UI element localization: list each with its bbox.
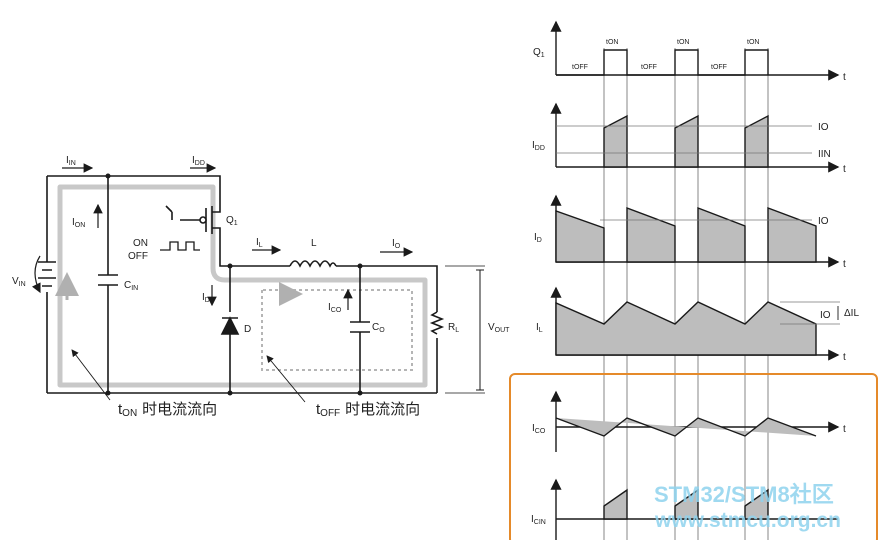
co-capacitor xyxy=(350,321,370,333)
label-off: OFF xyxy=(128,251,148,262)
waveform-idd xyxy=(550,102,840,173)
waveform-labels: Q1 tON tON tON tOFF tOFF tOFF t IDD IO I… xyxy=(531,39,859,526)
label-idd: IDD xyxy=(192,155,205,167)
waveform-il xyxy=(550,286,840,361)
label-on: ON xyxy=(133,238,148,249)
battery-symbol xyxy=(38,261,56,287)
waveform-icin xyxy=(550,478,838,540)
wf-axis-t-idd: t xyxy=(843,164,846,175)
label-ion: ION xyxy=(72,217,85,229)
waveform-ico xyxy=(550,390,840,452)
wf-label-q1: Q1 xyxy=(533,47,545,59)
wf-label-toff-1: tOFF xyxy=(572,64,588,71)
label-io: IO xyxy=(392,238,401,250)
wf-label-id: ID xyxy=(534,232,542,244)
label-id: ID xyxy=(202,292,210,304)
pwm-pulse-icon xyxy=(160,241,200,251)
wf-ref-io-il: IO xyxy=(820,310,831,321)
circuit-labels: IIN IDD ION Q1 ON OFF IL L IO VIN CIN ID… xyxy=(12,155,510,419)
watermark-line1: STM32/STM8社区 xyxy=(654,482,834,507)
rl-resistor xyxy=(429,311,445,335)
wf-axis-t-il: t xyxy=(843,352,846,363)
label-diode: D xyxy=(244,324,251,335)
watermark-line2: www.stmcu.org.cn xyxy=(654,509,841,532)
waveform-id xyxy=(550,194,840,268)
label-vin: VIN xyxy=(12,276,26,288)
wf-label-icin: ICIN xyxy=(531,514,546,526)
label-inductor: L xyxy=(311,238,317,249)
waveform-panel xyxy=(509,20,878,540)
wf-label-ton-3: tON xyxy=(747,39,759,46)
gate-bubble xyxy=(199,216,207,224)
toff-current-path xyxy=(261,289,413,371)
label-rl: RL xyxy=(448,322,459,334)
wf-delta-il: ΔIL xyxy=(844,308,859,319)
wf-label-ico: ICO xyxy=(532,423,546,435)
label-q1: Q1 xyxy=(226,215,238,227)
cin-capacitor xyxy=(98,274,118,286)
wf-axis-t-id: t xyxy=(843,259,846,270)
wf-ref-io-idd: IO xyxy=(818,122,829,133)
label-cin: CIN xyxy=(124,280,138,292)
diode-symbol xyxy=(220,316,240,335)
wf-label-idd: IDD xyxy=(532,140,545,152)
waveform-q1 xyxy=(550,20,840,81)
gate-drive xyxy=(165,205,200,221)
inductor-coil xyxy=(289,260,337,268)
wf-label-ton-2: tON xyxy=(677,39,689,46)
highlight-box xyxy=(509,373,878,540)
vout-arrow xyxy=(476,269,484,391)
circuit-schematic xyxy=(31,163,485,403)
wf-ref-iin-idd: IIN xyxy=(818,149,831,160)
ton-current-path xyxy=(57,184,428,388)
wf-label-toff-3: tOFF xyxy=(711,64,727,71)
switch-node-wire xyxy=(219,232,438,393)
wf-axis-t-q1: t xyxy=(843,72,846,83)
label-il: IL xyxy=(256,237,263,249)
label-co: CO xyxy=(372,322,385,334)
label-iin: IIN xyxy=(66,155,76,167)
label-vout: VOUT xyxy=(488,322,510,334)
timing-guides xyxy=(603,48,769,540)
wf-axis-t-ico: t xyxy=(843,424,846,435)
wf-label-il: IL xyxy=(536,322,543,334)
top-wire xyxy=(47,175,221,206)
watermark: STM32/STM8社区 www.stmcu.org.cn xyxy=(654,482,841,532)
wf-ref-io-id: IO xyxy=(818,216,829,227)
label-ico: ICO xyxy=(328,302,342,314)
wf-label-ton-1: tON xyxy=(606,39,618,46)
wf-label-toff-2: tOFF xyxy=(641,64,657,71)
